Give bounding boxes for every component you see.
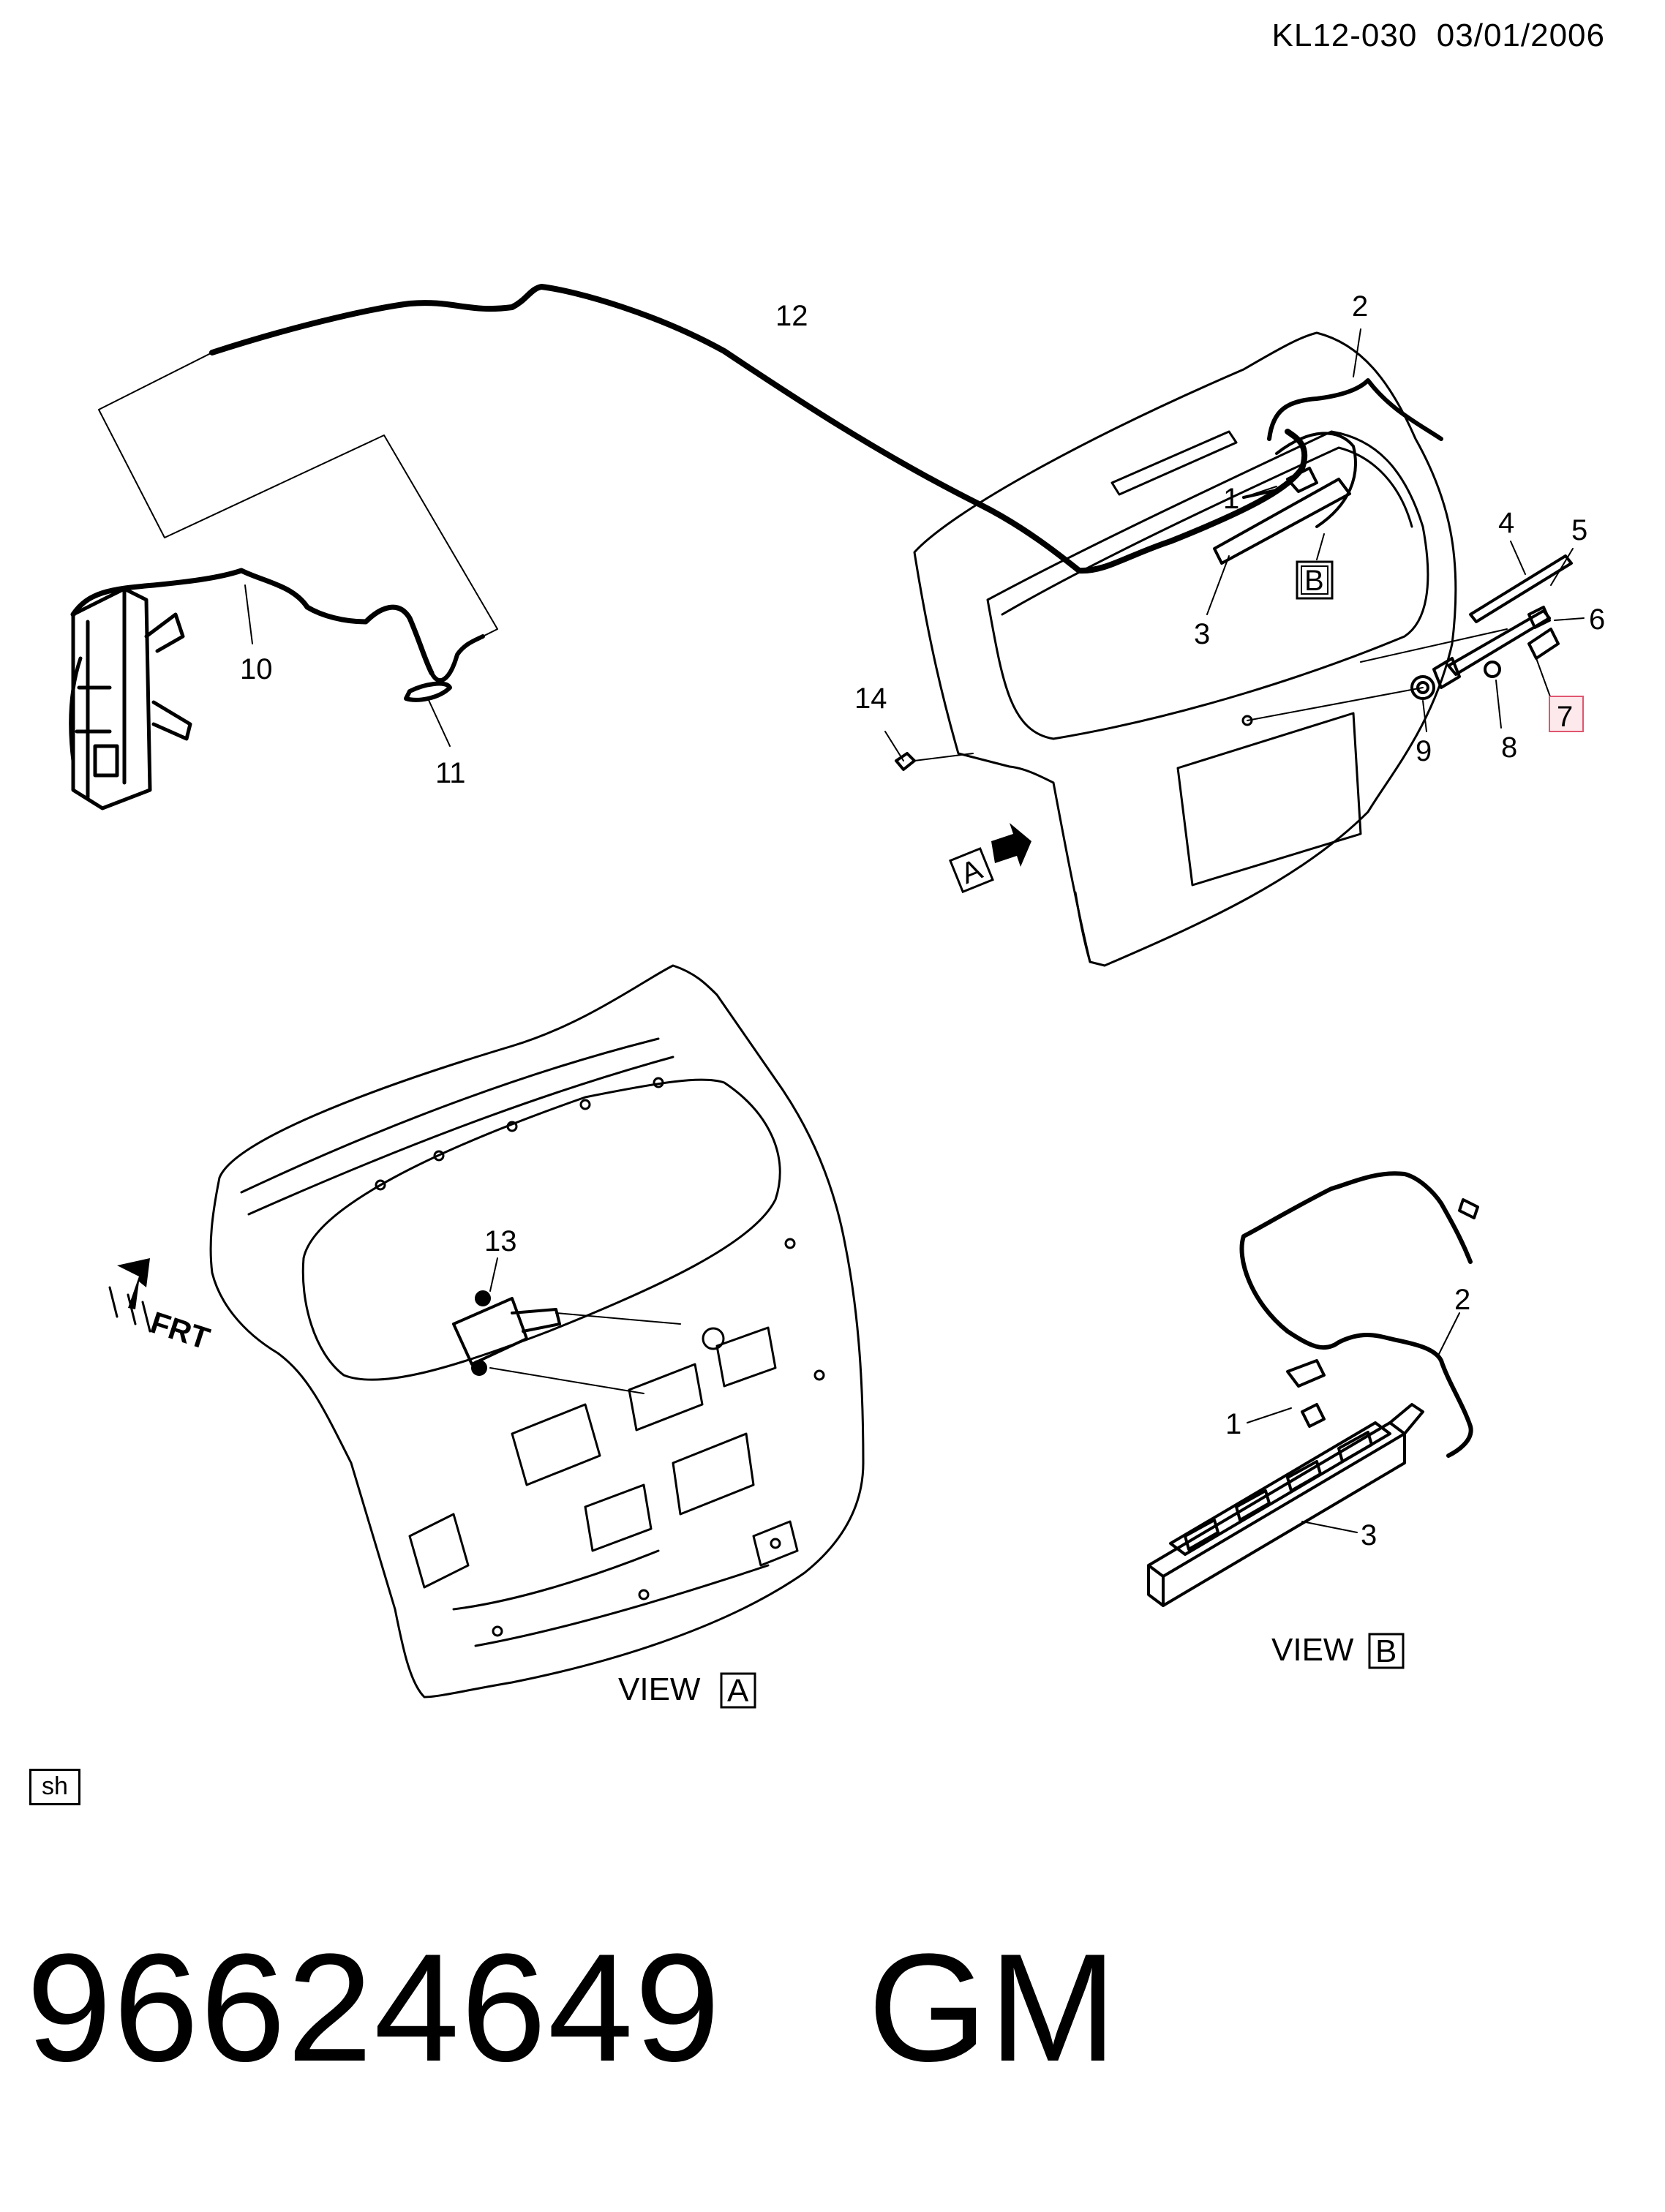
callout-4: 4 <box>1498 507 1514 539</box>
view-a-box <box>720 1672 756 1709</box>
bolt-14 <box>884 731 974 771</box>
leader-6 <box>1554 617 1585 621</box>
part-number-value: 96624649 <box>26 1922 722 2094</box>
leader-2-view <box>1437 1312 1460 1358</box>
callout-3-top: 3 <box>1194 618 1210 650</box>
callout-2-view: 2 <box>1454 1284 1470 1316</box>
rear-wiper-parts <box>1247 554 1573 721</box>
leader-1-top <box>1243 486 1277 498</box>
washer-hose-10 <box>70 568 435 676</box>
view-b-word: VIEW <box>1271 1632 1354 1668</box>
callout-1-view: 1 <box>1225 1408 1241 1440</box>
leader-11 <box>427 698 451 747</box>
marker-b-box <box>1296 560 1334 600</box>
liftgate-interior <box>209 964 865 1698</box>
callout-labels: 12 2 1 3 4 5 6 8 9 14 10 11 13 2 1 3 7 B… <box>146 290 1605 1709</box>
header-reference: KL12-030 03/01/2006 <box>1272 18 1606 54</box>
marker-a-box <box>949 847 994 894</box>
drawing-ref: KL12-030 <box>1271 18 1418 53</box>
hose-branch <box>1267 378 1443 441</box>
hmsl-exterior <box>1213 432 1357 565</box>
hmsl-view-b <box>1147 1359 1424 1607</box>
callout-7-highlight <box>1549 696 1584 732</box>
callout-5: 5 <box>1571 514 1587 546</box>
view-a-word: VIEW <box>618 1671 701 1707</box>
frt-label: FRT <box>146 1305 214 1356</box>
wiper-motor-13 <box>452 1257 681 1394</box>
callout-11: 11 <box>435 757 466 789</box>
view-b-harness <box>1239 1171 1473 1458</box>
callout-13: 13 <box>484 1225 517 1257</box>
callout-14: 14 <box>854 682 887 715</box>
view-b-box <box>1368 1633 1405 1669</box>
leader-8 <box>1495 680 1502 729</box>
washer-hose-11 <box>404 634 485 702</box>
callout-6: 6 <box>1589 603 1605 636</box>
leader-1-view <box>1247 1407 1292 1423</box>
leader-7 <box>1536 658 1552 699</box>
callout-9: 9 <box>1416 735 1432 767</box>
leader-frame <box>98 352 498 644</box>
liftgate-exterior <box>913 331 1457 967</box>
callout-2-top: 2 <box>1352 290 1368 323</box>
callout-12: 12 <box>775 300 808 332</box>
leader-3-view <box>1301 1521 1358 1533</box>
leader-2-top <box>1353 328 1361 377</box>
frt-arrow-icon <box>108 1258 151 1333</box>
sheet-tag: sh <box>29 1769 80 1805</box>
callout-7: 7 <box>1557 701 1573 733</box>
callout-3-view: 3 <box>1361 1519 1377 1551</box>
view-b-letter: B <box>1375 1633 1397 1669</box>
leader-10 <box>244 584 253 644</box>
callout-1-top: 1 <box>1223 483 1239 515</box>
leader-4 <box>1510 541 1526 575</box>
leader-b-marker <box>1316 533 1325 560</box>
washer-hose-12 <box>209 284 1308 574</box>
view-b-connector <box>1458 1198 1479 1219</box>
marker-b: B <box>1304 565 1324 597</box>
leader-9 <box>1422 700 1427 732</box>
exploded-parts-diagram: 12 2 1 3 4 5 6 8 9 14 10 11 13 2 1 3 7 B… <box>69 284 1605 1709</box>
part-brand: GM <box>868 1922 1119 2094</box>
view-a-letter: A <box>727 1673 749 1709</box>
view-a-arrow <box>991 823 1031 867</box>
callout-8: 8 <box>1501 731 1517 764</box>
callout-10: 10 <box>240 653 273 685</box>
washer-reservoir <box>69 587 192 810</box>
drawing-date: 03/01/2006 <box>1436 18 1605 53</box>
leader-3-top <box>1206 555 1230 615</box>
leader-5 <box>1550 548 1574 586</box>
